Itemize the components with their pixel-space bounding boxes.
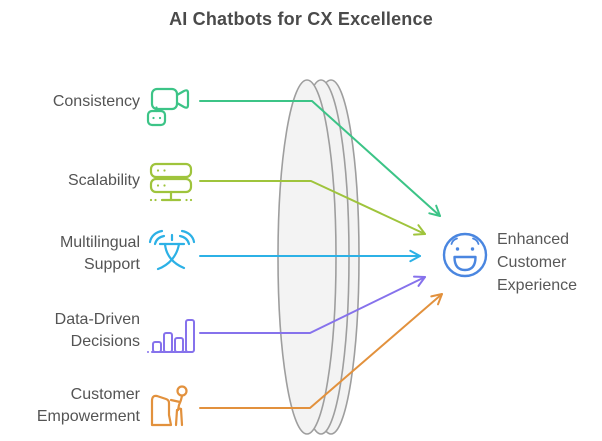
lens-shape: [277, 79, 360, 435]
diagram-title: AI Chatbots for CX Excellence: [169, 9, 433, 29]
item-label-scalability: Scalability: [67, 172, 140, 189]
bar-chart-icon-strokes: [147, 319, 195, 353]
item-label-consistency: Consistency: [52, 93, 140, 110]
connector-multilingual-support: [199, 249, 421, 263]
item-label-multilingual-support: Multilingual Support: [59, 234, 140, 273]
kiosk-user-icon-strokes: [150, 385, 188, 427]
server-stack-icon: [149, 162, 193, 202]
connector-data-driven-decisions: [199, 275, 426, 334]
chatbot-video-icon-strokes: [146, 87, 190, 127]
bar-chart-icon: [147, 319, 195, 353]
connector-customer-empowerment: [199, 293, 443, 409]
smiley-face-icon: [442, 232, 488, 278]
translation-icon-strokes: [148, 229, 196, 271]
translation-icon: [148, 229, 196, 271]
item-label-data-driven-decisions: Data-Driven Decisions: [54, 311, 140, 350]
item-label-customer-empowerment: Customer Empowerment: [36, 386, 140, 425]
outcome-label: Enhanced Customer Experience: [497, 231, 578, 294]
connector-scalability: [199, 180, 426, 236]
chatbot-video-icon: [146, 87, 190, 127]
kiosk-user-icon: [150, 385, 188, 427]
connector-consistency: [199, 100, 441, 217]
server-stack-icon-strokes: [149, 162, 193, 202]
